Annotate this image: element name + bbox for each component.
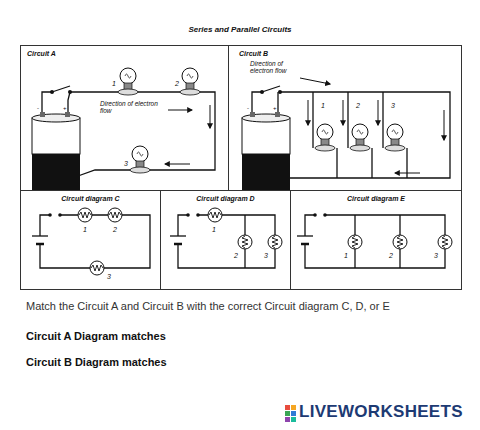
terminal-sign: + — [273, 105, 277, 112]
callout-number: 1 — [344, 252, 348, 260]
callout-number: 3 — [264, 252, 268, 260]
terminal-sign: - — [247, 105, 249, 112]
callout-number: 3 — [434, 252, 438, 260]
callout-number: 1 — [212, 226, 216, 234]
answer-prompt: Circuit B Diagram matches — [26, 356, 167, 368]
callout-number: 3 — [124, 160, 128, 168]
callout-number: 3 — [107, 273, 111, 281]
callout-number: 2 — [356, 102, 360, 110]
panel-heading: Circuit A — [21, 46, 228, 57]
flow-note: Direction of electron flow — [250, 60, 302, 74]
callout-number: 2 — [113, 226, 117, 234]
callout-number: 3 — [391, 102, 395, 110]
callout-number: 1 — [112, 80, 116, 88]
title: Series and Parallel Circuits — [0, 26, 480, 35]
panel-heading: Circuit B — [229, 46, 461, 57]
callout-number: 2 — [234, 252, 238, 260]
callout-number: 2 — [175, 80, 179, 88]
callout-number: 1 — [321, 102, 325, 110]
panel-heading: Circuit diagram E — [291, 191, 461, 202]
watermark-logo: LIVEWORKSHEETS — [299, 403, 463, 422]
panel-heading: Circuit diagram D — [161, 191, 290, 202]
callout-number: 1 — [83, 226, 87, 234]
callout-number: 2 — [389, 252, 393, 260]
circuit-panel: Circuit diagram E — [290, 190, 462, 290]
circuit-panel: Circuit diagram C — [20, 190, 161, 290]
panel-heading: Circuit diagram C — [21, 191, 160, 202]
instruction-text: Match the Circuit A and Circuit B with t… — [26, 300, 390, 312]
answer-prompt: Circuit A Diagram matches — [26, 330, 166, 342]
circuit-panel: Circuit A — [20, 45, 229, 191]
terminal-sign: + — [63, 105, 67, 112]
terminal-sign: - — [37, 105, 39, 112]
flow-note: Direction of electron flow — [100, 100, 160, 114]
circuit-panel: Circuit diagram D — [160, 190, 291, 290]
